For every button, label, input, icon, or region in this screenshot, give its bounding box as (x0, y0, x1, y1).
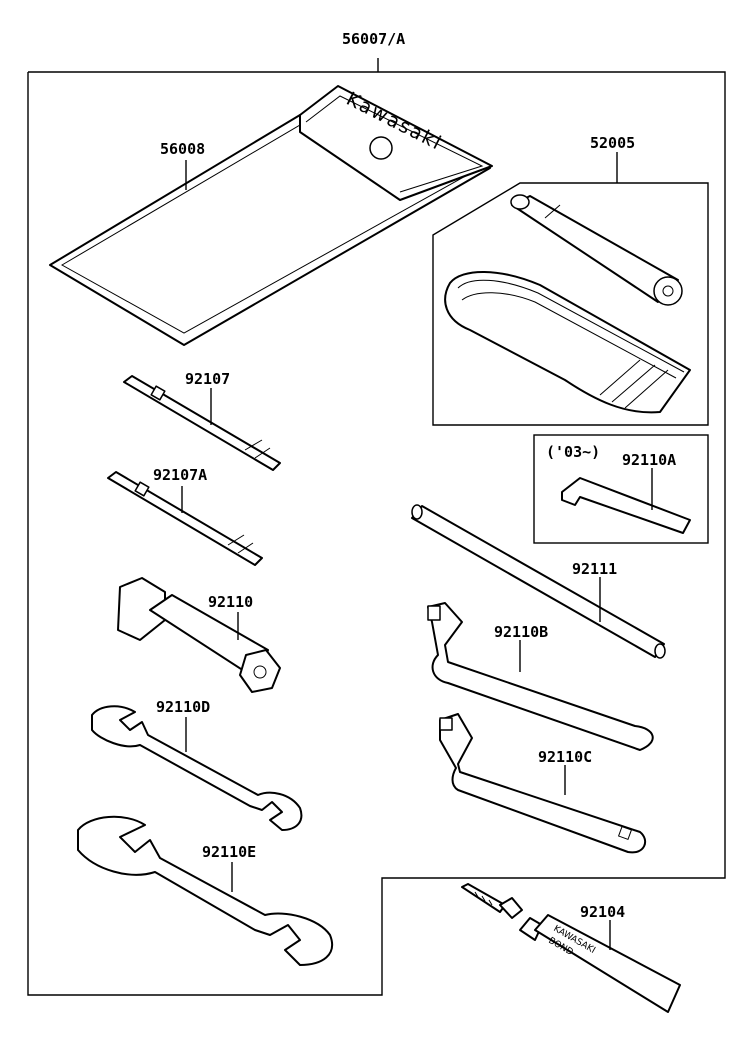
part-label-92104: 92104 (580, 903, 625, 921)
part-label-92110B: 92110B (494, 623, 548, 641)
hook-wrench-92110c (439, 713, 647, 854)
assembly-label: 56007/A (342, 30, 405, 48)
box-wrench-92110 (117, 577, 281, 693)
open-end-wrench-92110e (77, 815, 333, 966)
part-label-92110: 92110 (208, 593, 253, 611)
tool-pouch-56008: Kawasaki (49, 85, 493, 346)
part-label-92107A: 92107A (153, 466, 207, 484)
bond-tube-92104: KAWASAKI BOND (461, 883, 681, 1013)
part-label-56008: 56008 (160, 140, 205, 158)
part-label-92111: 92111 (572, 560, 617, 578)
screwdriver-92107a (107, 471, 263, 566)
part-label-52005: 52005 (590, 134, 635, 152)
tommy-bar-92111 (411, 504, 666, 659)
allen-key-box-92110a (533, 434, 709, 544)
screwdriver-92107 (123, 375, 281, 471)
part-label-92110C: 92110C (538, 748, 592, 766)
part-label-92110A: 92110A (622, 451, 676, 469)
hook-wrench-92110b (427, 602, 654, 751)
part-note-92110A: ('03~) (546, 443, 600, 461)
assembly-boundary (27, 58, 726, 996)
part-label-92110E: 92110E (202, 843, 256, 861)
open-end-wrench-92110d (91, 705, 303, 831)
part-label-92107: 92107 (185, 370, 230, 388)
part-label-92110D: 92110D (156, 698, 210, 716)
parts-box-52005 (432, 152, 709, 426)
